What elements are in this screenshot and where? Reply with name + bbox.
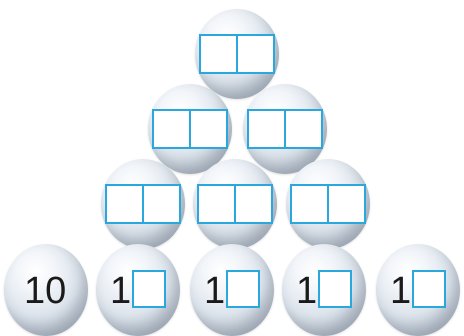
ones-digit-box[interactable] [318, 270, 352, 308]
two-digit-answer-box[interactable] [152, 109, 228, 149]
two-digit-answer-box[interactable] [247, 109, 323, 149]
tens-digit-box[interactable] [107, 186, 142, 222]
tens-digit: 1 [110, 270, 132, 312]
snowball-bottom-5: 1 [376, 244, 460, 336]
ones-digit-box[interactable] [412, 270, 446, 308]
tens-digit-box[interactable] [249, 111, 284, 147]
snowball-row3-3 [286, 159, 370, 249]
tens-digit-box[interactable] [199, 186, 234, 222]
tens-digit-box[interactable] [201, 36, 236, 72]
snowball-bottom-1: 10 [4, 244, 88, 336]
tens-digit-box[interactable] [154, 111, 189, 147]
two-digit-answer-box[interactable] [197, 184, 273, 224]
snowball-bottom-3: 1 [190, 244, 274, 336]
two-digit-answer-box[interactable] [290, 184, 366, 224]
tens-digit: 1 [204, 270, 226, 312]
ones-digit-box[interactable] [226, 270, 260, 308]
snowball-row3-1 [101, 159, 185, 249]
snowball-row2-2 [243, 84, 327, 174]
tens-digit: 1 [296, 270, 318, 312]
snowball-row2-1 [148, 84, 232, 174]
ones-digit-box[interactable] [189, 111, 226, 147]
ones-digit-box[interactable] [236, 36, 273, 72]
given-number: 10 [24, 270, 67, 312]
snowball-bottom-4: 1 [282, 244, 366, 336]
snowball-row3-2 [193, 159, 277, 249]
ones-digit-box[interactable] [284, 111, 321, 147]
tens-digit: 1 [390, 270, 412, 312]
ones-digit-box[interactable] [327, 186, 364, 222]
ones-digit-box[interactable] [132, 270, 166, 308]
snowball-top [195, 9, 279, 99]
snowball-bottom-2: 1 [96, 244, 180, 336]
ones-digit-box[interactable] [142, 186, 179, 222]
two-digit-answer-box[interactable] [105, 184, 181, 224]
ones-digit-box[interactable] [234, 186, 271, 222]
tens-digit-box[interactable] [292, 186, 327, 222]
two-digit-answer-box[interactable] [199, 34, 275, 74]
